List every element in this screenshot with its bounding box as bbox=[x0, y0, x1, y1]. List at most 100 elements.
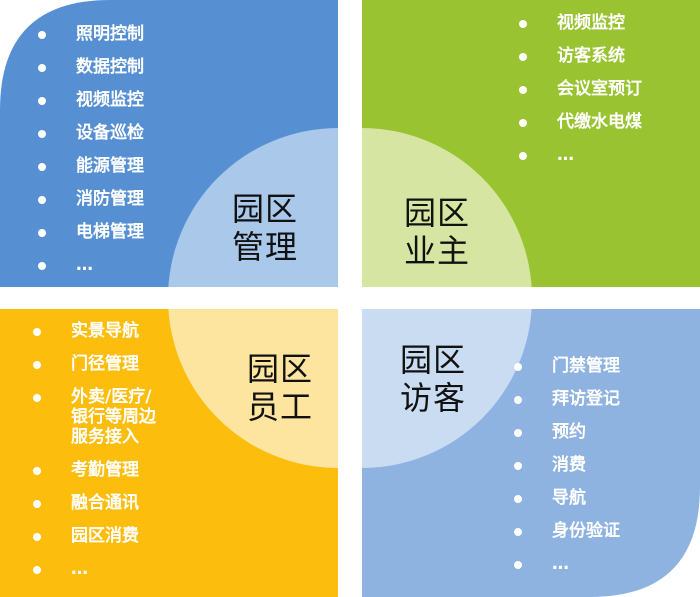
list-item: … bbox=[519, 145, 642, 165]
list-item-label: 会议室预订 bbox=[557, 79, 642, 99]
list-item-label: 视频监控 bbox=[76, 90, 144, 110]
owner-feature-list: 视频监控 访客系统 会议室预订 代缴水电煤 … bbox=[519, 13, 642, 165]
bullet-icon bbox=[33, 361, 41, 369]
bullet-icon bbox=[38, 229, 46, 237]
list-item: 能源管理 bbox=[38, 156, 144, 176]
bullet-icon bbox=[514, 429, 522, 437]
list-item: 访客系统 bbox=[519, 46, 642, 66]
bullet-icon bbox=[519, 152, 527, 160]
bullet-icon bbox=[514, 495, 522, 503]
list-item-label: 设备巡检 bbox=[76, 123, 144, 143]
list-item-label: … bbox=[71, 559, 88, 579]
bullet-icon bbox=[38, 64, 46, 72]
list-item-label: 代缴水电煤 bbox=[557, 112, 642, 132]
bullet-icon bbox=[514, 528, 522, 536]
bullet-icon bbox=[38, 31, 46, 39]
label-park-management-line1: 园区 bbox=[232, 190, 299, 228]
list-item-label: 消费 bbox=[552, 455, 586, 475]
list-item-continued: 银行等周边 bbox=[71, 407, 156, 427]
visitor-feature-list: 门禁管理 拜访登记 预约 消费 导航 身份验证 … bbox=[514, 356, 620, 574]
list-item: 预约 bbox=[514, 422, 620, 442]
label-park-owner-line2: 业主 bbox=[404, 232, 471, 270]
bullet-icon bbox=[33, 328, 41, 336]
list-item: 代缴水电煤 bbox=[519, 112, 642, 132]
list-item: 消防管理 bbox=[38, 189, 144, 209]
bullet-icon bbox=[519, 86, 527, 94]
list-item-label: 电梯管理 bbox=[76, 222, 144, 242]
bullet-icon bbox=[38, 130, 46, 138]
list-item-label: 照明控制 bbox=[76, 24, 144, 44]
list-item-label: 园区消费 bbox=[71, 526, 139, 546]
list-item: 设备巡检 bbox=[38, 123, 144, 143]
list-item: … bbox=[514, 554, 620, 574]
list-item: 实景导航 bbox=[33, 321, 156, 341]
list-item-label: 门禁管理 bbox=[552, 356, 620, 376]
bullet-icon bbox=[38, 163, 46, 171]
list-item-label: 外卖/医疗/ bbox=[71, 387, 152, 407]
list-item-label: 银行等周边 bbox=[71, 407, 156, 427]
list-item-label: … bbox=[552, 554, 569, 574]
list-item-label: 服务接入 bbox=[71, 427, 139, 447]
bullet-icon bbox=[514, 363, 522, 371]
label-park-management: 园区 管理 bbox=[232, 190, 298, 266]
bullet-icon bbox=[514, 396, 522, 404]
list-item: 数据控制 bbox=[38, 57, 144, 77]
list-item: 门径管理 bbox=[33, 354, 156, 374]
bullet-icon bbox=[519, 20, 527, 28]
list-item: 消费 bbox=[514, 455, 620, 475]
label-park-employee-line1: 园区 bbox=[247, 350, 314, 388]
management-feature-list: 照明控制 数据控制 视频监控 设备巡检 能源管理 消防管理 电梯管理 … bbox=[38, 24, 144, 275]
label-park-visitor-line1: 园区 bbox=[400, 341, 467, 379]
list-item-label: … bbox=[557, 145, 574, 165]
list-item: 考勤管理 bbox=[33, 460, 156, 480]
list-item-label: 消防管理 bbox=[76, 189, 144, 209]
label-park-management-line2: 管理 bbox=[232, 228, 299, 266]
bullet-icon bbox=[38, 262, 46, 270]
list-item-label: 预约 bbox=[552, 422, 586, 442]
list-item-continued: 服务接入 bbox=[71, 427, 156, 447]
list-item-label: 导航 bbox=[552, 488, 586, 508]
list-item: 门禁管理 bbox=[514, 356, 620, 376]
bullet-icon bbox=[519, 53, 527, 61]
bullet-icon bbox=[33, 467, 41, 475]
list-item-label: 数据控制 bbox=[76, 57, 144, 77]
list-item: 园区消费 bbox=[33, 526, 156, 546]
bullet-icon bbox=[519, 119, 527, 127]
label-park-visitor: 园区 访客 bbox=[400, 341, 466, 417]
bullet-icon bbox=[38, 196, 46, 204]
list-item: … bbox=[38, 255, 144, 275]
circle-piece-management bbox=[168, 128, 338, 287]
label-park-visitor-line2: 访客 bbox=[400, 379, 467, 417]
bullet-icon bbox=[33, 394, 41, 402]
list-item-label: 身份验证 bbox=[552, 521, 620, 541]
list-item-label: 实景导航 bbox=[71, 321, 139, 341]
list-item-label: 访客系统 bbox=[557, 46, 625, 66]
list-item: 视频监控 bbox=[38, 90, 144, 110]
list-item: 融合通讯 bbox=[33, 493, 156, 513]
circle-piece-employee bbox=[168, 309, 338, 468]
circle-piece-visitor bbox=[362, 309, 532, 468]
list-item-label: 视频监控 bbox=[557, 13, 625, 33]
list-item-label: 门径管理 bbox=[71, 354, 139, 374]
list-item-label: 能源管理 bbox=[76, 156, 144, 176]
bullet-icon bbox=[514, 462, 522, 470]
employee-feature-list: 实景导航 门径管理 外卖/医疗/ 银行等周边 服务接入 考勤管理 融合通讯 园区… bbox=[33, 321, 156, 579]
label-park-employee: 园区 员工 bbox=[247, 350, 313, 426]
label-park-owner-line1: 园区 bbox=[404, 194, 471, 232]
list-item: 电梯管理 bbox=[38, 222, 144, 242]
bullet-icon bbox=[514, 561, 522, 569]
list-item: … bbox=[33, 559, 156, 579]
list-item: 身份验证 bbox=[514, 521, 620, 541]
bullet-icon bbox=[33, 533, 41, 541]
list-item-label: 融合通讯 bbox=[71, 493, 139, 513]
list-item-label: … bbox=[76, 255, 93, 275]
bullet-icon bbox=[33, 500, 41, 508]
list-item: 拜访登记 bbox=[514, 389, 620, 409]
bullet-icon bbox=[33, 566, 41, 574]
list-item-label: 考勤管理 bbox=[71, 460, 139, 480]
circle-piece-owner bbox=[362, 128, 532, 287]
list-item: 照明控制 bbox=[38, 24, 144, 44]
label-park-employee-line2: 员工 bbox=[247, 388, 314, 426]
list-item: 导航 bbox=[514, 488, 620, 508]
